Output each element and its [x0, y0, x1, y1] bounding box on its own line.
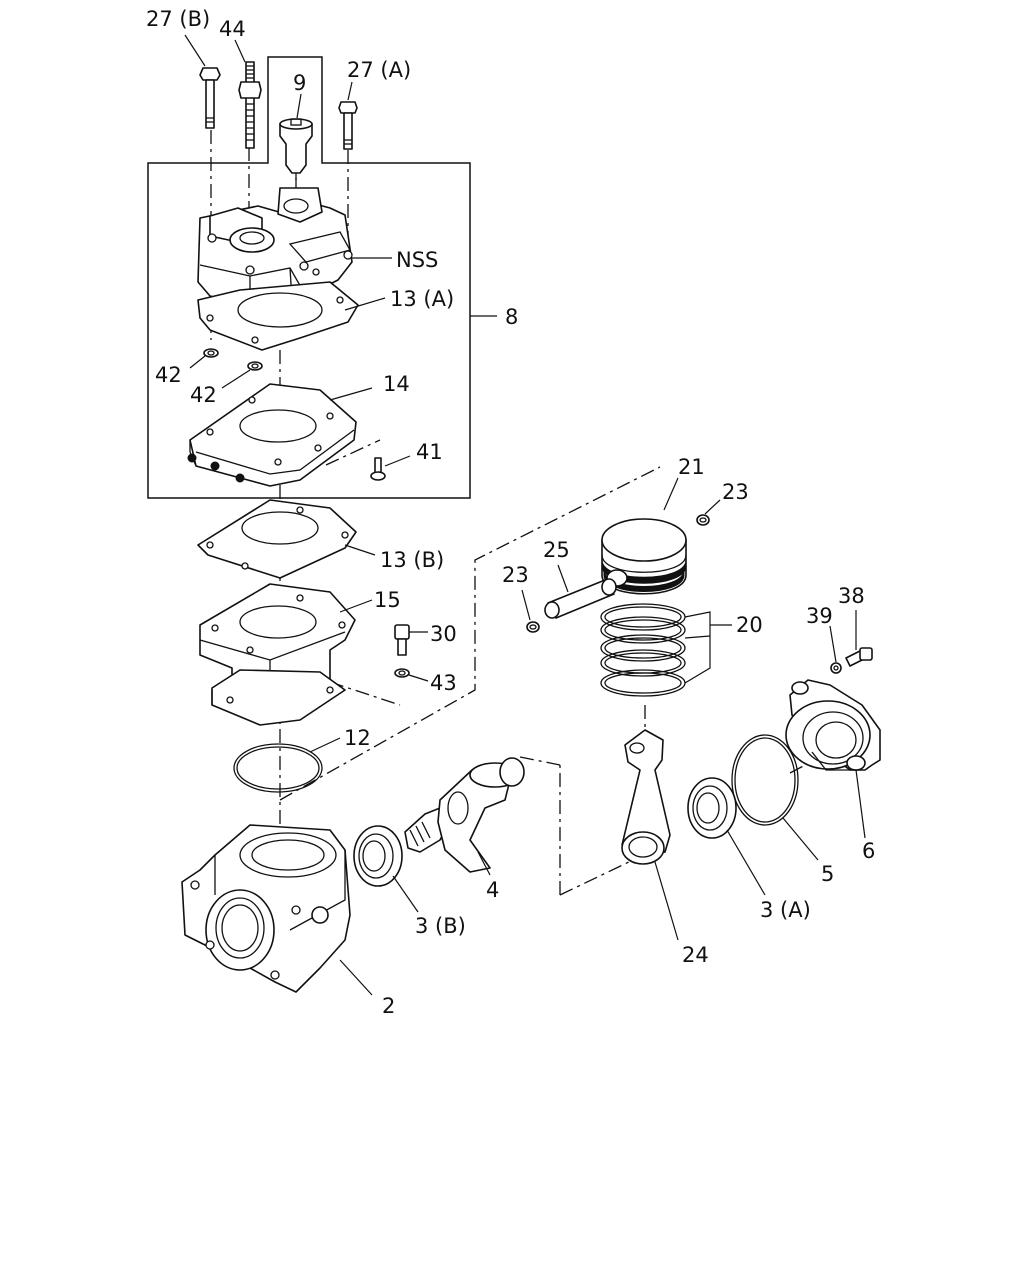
cylinder-head [197, 187, 353, 307]
bolt-27b [199, 67, 221, 129]
callout-42a: 42 [155, 363, 182, 387]
leader-23a [704, 499, 721, 515]
callout-labels: 27 (B) 44 9 27 (A) NSS 13 (A) 8 42 42 14… [146, 7, 875, 1018]
callout-23a: 23 [722, 480, 749, 504]
leader-13a [344, 297, 386, 311]
callout-39: 39 [806, 604, 833, 628]
cylinder-block-15 [199, 583, 356, 726]
screw-41 [370, 457, 386, 481]
piston-rings-20 [600, 603, 686, 697]
end-cover-6 [785, 679, 881, 771]
leader-42a [189, 355, 206, 369]
leader-24 [654, 861, 679, 941]
piston-21 [601, 518, 687, 595]
callout-8: 8 [505, 305, 518, 329]
callout-21: 21 [678, 455, 705, 479]
connecting-rod-24 [621, 729, 671, 865]
leader-6 [855, 769, 866, 839]
callout-43: 43 [430, 671, 457, 695]
assembly-8-frame [147, 56, 471, 499]
callout-30: 30 [430, 622, 457, 646]
leader-25 [557, 564, 569, 593]
callout-38: 38 [838, 584, 865, 608]
leader-2 [339, 959, 373, 996]
leader-27b [184, 34, 206, 67]
leader-43 [408, 674, 429, 682]
callout-15: 15 [374, 588, 401, 612]
leader-42b [221, 369, 251, 389]
leader-20 [684, 611, 732, 684]
leader-21 [663, 477, 679, 511]
leader-3a [726, 829, 766, 896]
callout-nss: NSS [396, 248, 438, 272]
callout-13a: 13 (A) [390, 287, 454, 311]
leader-14 [329, 387, 373, 401]
leader-23b [521, 589, 531, 621]
callout-42b: 42 [190, 383, 217, 407]
leader-15 [339, 599, 373, 613]
callout-6: 6 [862, 839, 875, 863]
leader-41 [384, 455, 411, 467]
leader-39 [829, 625, 837, 663]
leader-5 [782, 817, 819, 861]
o-ring-5 [731, 734, 799, 826]
bolt-38 [845, 647, 873, 667]
gasket-13a [197, 281, 359, 351]
o-ring-12 [233, 743, 323, 793]
bolt-30 [394, 624, 410, 656]
callout-4: 4 [486, 878, 499, 902]
washer-39 [830, 662, 842, 674]
callout-23b: 23 [502, 563, 529, 587]
callout-24: 24 [682, 943, 709, 967]
valve-plate-14 [187, 383, 357, 487]
stud-44 [238, 61, 262, 149]
gasket-13b [197, 499, 357, 579]
bolt-27a [338, 101, 358, 150]
circlip-23a [696, 514, 710, 526]
leader-9 [296, 93, 302, 119]
callout-25: 25 [543, 538, 570, 562]
leader-13b [344, 544, 376, 556]
crankcase-2 [181, 824, 351, 993]
callout-12: 12 [344, 726, 371, 750]
washer-42b [247, 361, 263, 371]
valve-plug-9 [279, 118, 313, 180]
callout-9: 9 [293, 71, 306, 95]
piston-pin-25 [544, 578, 617, 619]
crankshaft-4 [404, 757, 525, 873]
washer-43 [394, 668, 410, 678]
leader-44 [234, 39, 246, 63]
callout-27b: 27 (B) [146, 7, 210, 31]
leader-27a [347, 81, 353, 101]
callout-3a: 3 (A) [760, 898, 811, 922]
callout-13b: 13 (B) [380, 548, 444, 572]
bearing-3b [353, 825, 403, 887]
callout-5: 5 [821, 862, 834, 886]
callout-2: 2 [382, 994, 395, 1018]
callout-44: 44 [219, 17, 246, 41]
bearing-3a [687, 777, 737, 839]
leader-4 [477, 851, 491, 876]
callout-27a: 27 (A) [347, 58, 411, 82]
callout-14: 14 [383, 372, 410, 396]
circlip-23b [526, 621, 540, 633]
leader-3b [392, 875, 419, 913]
leader-12 [309, 737, 341, 753]
callout-3b: 3 (B) [415, 914, 466, 938]
washer-42a [203, 348, 219, 358]
callout-20: 20 [736, 613, 763, 637]
callout-41: 41 [416, 440, 443, 464]
